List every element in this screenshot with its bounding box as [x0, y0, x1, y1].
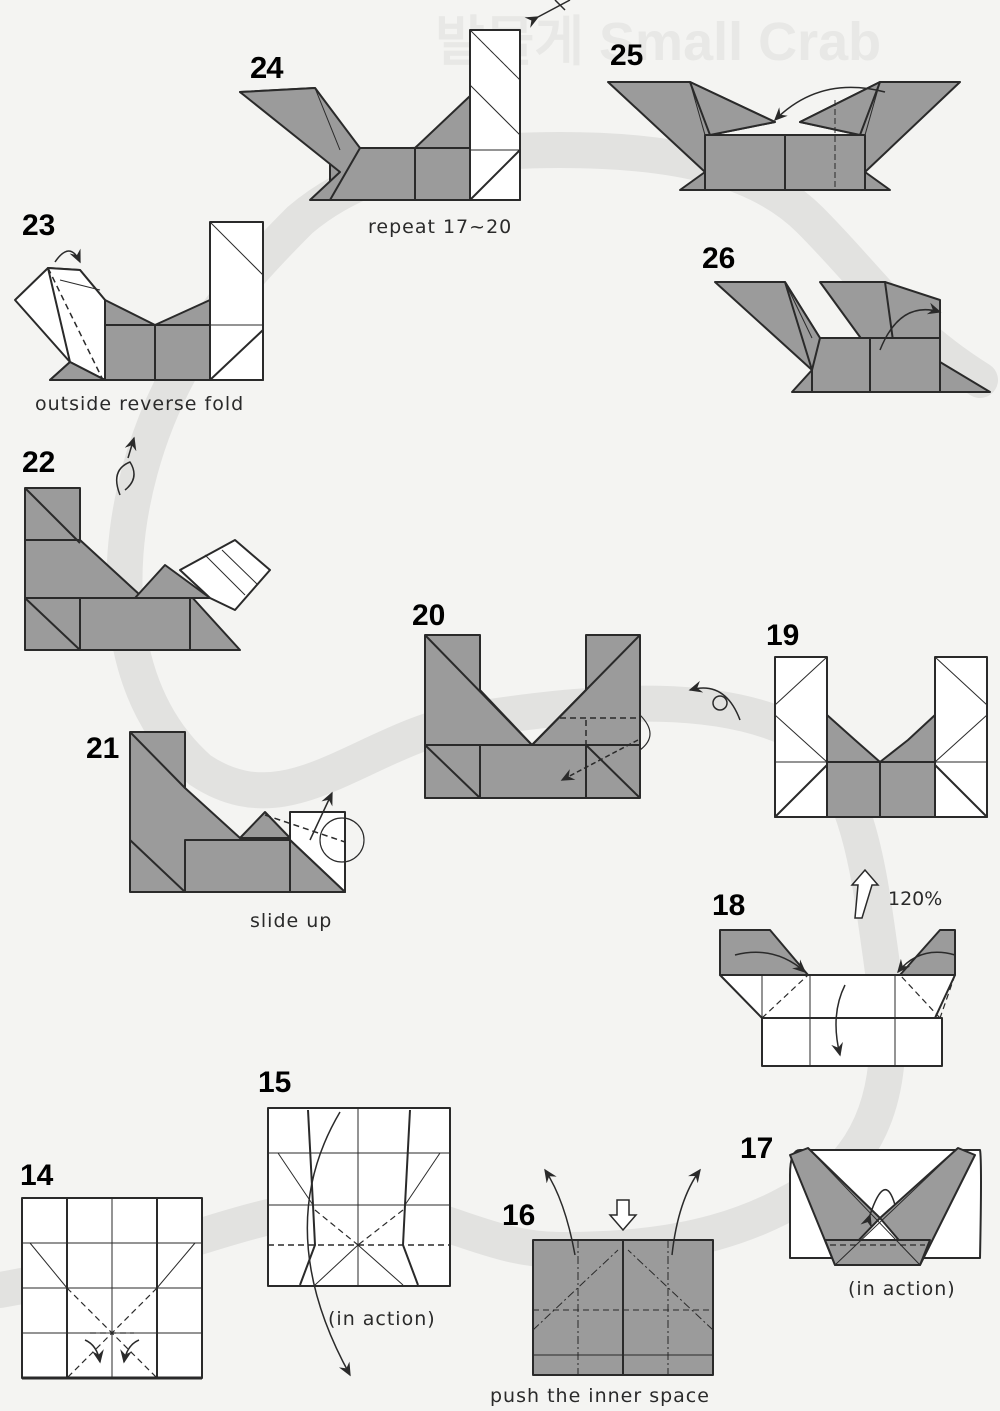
step-caption: outside reverse fold [35, 393, 244, 415]
step-number: 17 [740, 1132, 773, 1165]
step-number: 15 [258, 1066, 291, 1099]
step-number: 21 [86, 732, 119, 765]
step-caption: (in action) [848, 1278, 956, 1300]
step-25-diagram [607, 81, 961, 191]
step-number: 26 [702, 242, 735, 275]
step-number: 25 [610, 39, 643, 72]
step-21-diagram [129, 731, 365, 893]
step-24-diagram [239, 0, 571, 201]
enlarge-label: 120% [888, 888, 942, 910]
step-18-diagram [719, 929, 956, 1067]
step-number: 19 [766, 619, 799, 652]
step-number: 23 [22, 209, 55, 242]
step-14-diagram [21, 1197, 203, 1380]
step-number: 16 [502, 1199, 535, 1232]
step-caption: slide up [250, 910, 332, 932]
step-20-diagram [424, 634, 651, 799]
enlarge-arrow-icon [850, 868, 880, 919]
push-arrow-icon [608, 1199, 638, 1232]
step-19-diagram [774, 656, 988, 818]
step-number: 18 [712, 889, 745, 922]
step-22-diagram [24, 436, 271, 651]
step-number: 22 [22, 446, 55, 479]
step-26-diagram [714, 281, 991, 393]
step-15-diagram [267, 1107, 451, 1377]
step-number: 24 [250, 50, 284, 85]
step-number: 20 [412, 599, 445, 632]
step-caption: push the inner space [490, 1385, 710, 1407]
step-caption: repeat 17~20 [368, 216, 512, 238]
rotate-arrow-icon [688, 680, 741, 721]
step-16-diagram [532, 1168, 714, 1376]
step-number: 14 [20, 1159, 54, 1192]
step-23-diagram [14, 221, 264, 381]
step-caption: (in action) [328, 1308, 436, 1330]
step-17-diagram [789, 1147, 982, 1266]
